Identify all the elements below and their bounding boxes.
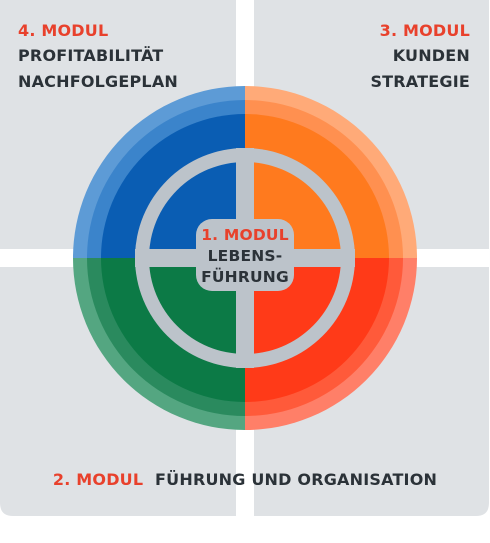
- module-2-title: FÜHRUNG UND ORGANISATION: [155, 470, 437, 489]
- module-3-line2: STRATEGIE: [370, 72, 470, 91]
- module-4-number: 4. MODUL: [18, 21, 108, 40]
- module-2-label: 2. MODUL FÜHRUNG UND ORGANISATION: [53, 470, 437, 489]
- module-1-line2: FÜHRUNG: [201, 267, 289, 286]
- module-1-line1: LEBENS-: [208, 247, 283, 265]
- module-4-line2: NACHFOLGEPLAN: [18, 72, 178, 91]
- module-2-number: 2. MODUL: [53, 470, 143, 489]
- module-3-number: 3. MODUL: [380, 21, 470, 40]
- module-1-number: 1. MODUL: [201, 226, 289, 244]
- module-3-line1: KUNDEN: [393, 46, 470, 65]
- module-4-line1: PROFITABILITÄT: [18, 46, 163, 65]
- center-label-backing: [196, 219, 294, 291]
